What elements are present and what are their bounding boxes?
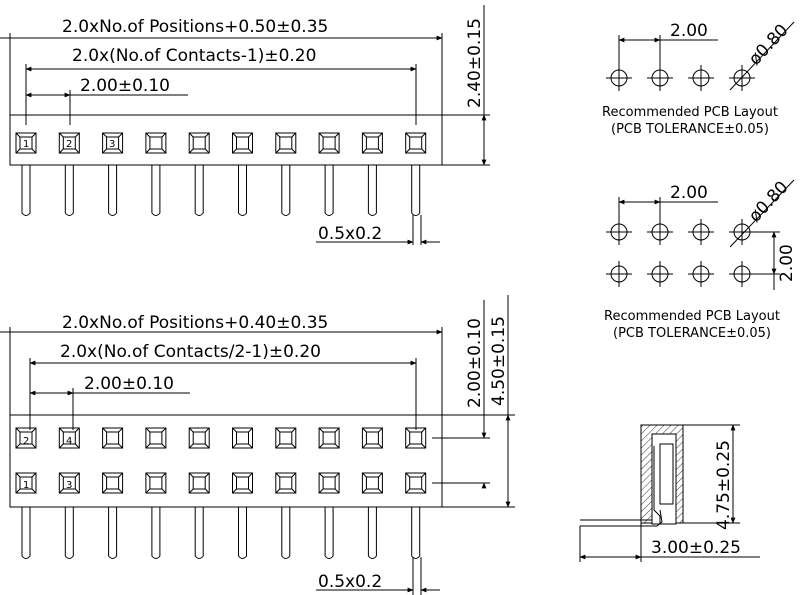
pin (108, 165, 118, 216)
contact-cell (188, 472, 210, 494)
contact-cell (361, 472, 383, 494)
contact-cell (188, 132, 210, 154)
double-pin-size-dim: 0.5x0.2 (318, 572, 382, 592)
side-view: 4.75±0.25 3.00±0.25 (579, 424, 760, 562)
single-row-view: 1 2 3 2.0xNo.of Positions+0.50±0.35 2.0x… (0, 5, 490, 245)
pcb-hole (647, 261, 673, 287)
pin (64, 507, 74, 559)
single-pin-number-2: 2 (66, 139, 72, 150)
pin (64, 165, 74, 216)
pin (194, 507, 204, 559)
pcb-hole (688, 261, 714, 287)
double-contacts-span-dim: 2.0x(No.of Contacts/2-1)±0.20 (60, 342, 321, 362)
contact-cell (405, 427, 427, 449)
pin (411, 165, 421, 216)
contact-cell (58, 472, 80, 494)
pcb-hole (688, 65, 714, 91)
single-height-dim: 2.40±0.15 (465, 18, 485, 108)
contact-cell (145, 132, 167, 154)
pcb-layout-single: 2.00 ø0.80 Recommended PCB Layout (PCB T… (602, 20, 795, 137)
pin (151, 165, 161, 216)
contact-cell (232, 427, 253, 449)
pin (411, 507, 421, 559)
pin (281, 165, 291, 216)
contact-cell (318, 427, 340, 449)
pcb-double-caption-title: Recommended PCB Layout (604, 309, 780, 324)
contact-cell (15, 427, 37, 449)
pin (238, 165, 247, 216)
side-width-dim: 3.00±0.25 (651, 538, 741, 558)
contact-cell (361, 427, 383, 449)
single-row-body (9, 114, 443, 166)
double-pin-number-3: 3 (66, 480, 72, 491)
contact-cell (275, 472, 297, 494)
double-pitch-dim: 2.00±0.10 (84, 374, 174, 394)
double-row-body (9, 414, 443, 508)
contact-cell (405, 472, 427, 494)
pcb-hole (606, 261, 632, 287)
double-pin-number-4: 4 (66, 436, 72, 447)
pcb-layout-double: 2.00 ø0.80 2.00 Recommended PCB Layout (… (604, 177, 797, 341)
contact-cell (58, 427, 80, 449)
pcb-double-hole-dim: ø0.80 (745, 177, 793, 226)
contact-cell (405, 132, 427, 154)
pcb-hole (729, 65, 755, 91)
pcb-hole (647, 65, 673, 91)
single-total-width-dim: 2.0xNo.of Positions+0.50±0.35 (62, 17, 328, 37)
double-row-pitch-dim: 2.00±0.10 (465, 318, 485, 408)
pcb-hole (606, 65, 632, 91)
contact-cell (15, 132, 37, 154)
pin (21, 507, 31, 559)
contact-cell (232, 472, 253, 494)
pcb-double-row-pitch-dim: 2.00 (777, 244, 797, 282)
contact-cell (145, 472, 167, 494)
contact-cell (232, 132, 253, 154)
double-pin-number-1: 1 (23, 480, 29, 491)
single-contacts-span-dim: 2.0x(No.of Contacts-1)±0.20 (72, 46, 316, 66)
contact-cell (361, 132, 383, 154)
contact-cell (102, 472, 124, 494)
pin (281, 507, 291, 559)
contact-cell (145, 427, 167, 449)
pcb-double-pitch-dim: 2.00 (670, 183, 708, 203)
double-row-view: 2 4 1 3 2.0xNo.of Positions+0.40±0.35 2.… (0, 295, 515, 595)
single-pitch-dim: 2.00±0.10 (80, 76, 170, 96)
pin (367, 507, 377, 559)
contact-cell (58, 132, 80, 154)
pin (21, 165, 31, 216)
contact-cell (318, 472, 340, 494)
side-height-dim: 4.75±0.25 (714, 440, 734, 530)
pin (324, 165, 334, 216)
double-pin-number-2: 2 (23, 436, 29, 447)
pcb-hole (688, 219, 714, 245)
contact-cell (318, 132, 340, 154)
pin (194, 165, 204, 216)
single-pin-number-1: 1 (23, 139, 29, 150)
contact-cell (102, 132, 124, 154)
contact-cell (275, 427, 297, 449)
pcb-single-caption-title: Recommended PCB Layout (602, 105, 778, 120)
pcb-single-hole-dim: ø0.80 (745, 20, 793, 69)
single-pin-number-3: 3 (109, 139, 115, 150)
pcb-double-caption-tolerance: (PCB TOLERANCE±0.05) (613, 326, 771, 341)
pin (108, 507, 118, 559)
pcb-hole (729, 219, 755, 245)
pcb-single-caption-tolerance: (PCB TOLERANCE±0.05) (611, 122, 769, 137)
contact-cell (15, 472, 37, 494)
double-total-width-dim: 2.0xNo.of Positions+0.40±0.35 (62, 313, 328, 333)
contact-cell (275, 132, 297, 154)
pin (324, 507, 334, 559)
contact-cell (188, 427, 210, 449)
pcb-single-pitch-dim: 2.00 (670, 21, 708, 41)
single-pin-size-dim: 0.5x0.2 (318, 224, 382, 244)
contact-cell (102, 427, 124, 449)
pin (367, 165, 377, 216)
pin (151, 507, 161, 559)
pin (238, 507, 247, 559)
double-height-dim: 4.50±0.15 (489, 316, 509, 406)
pcb-hole (729, 261, 755, 287)
